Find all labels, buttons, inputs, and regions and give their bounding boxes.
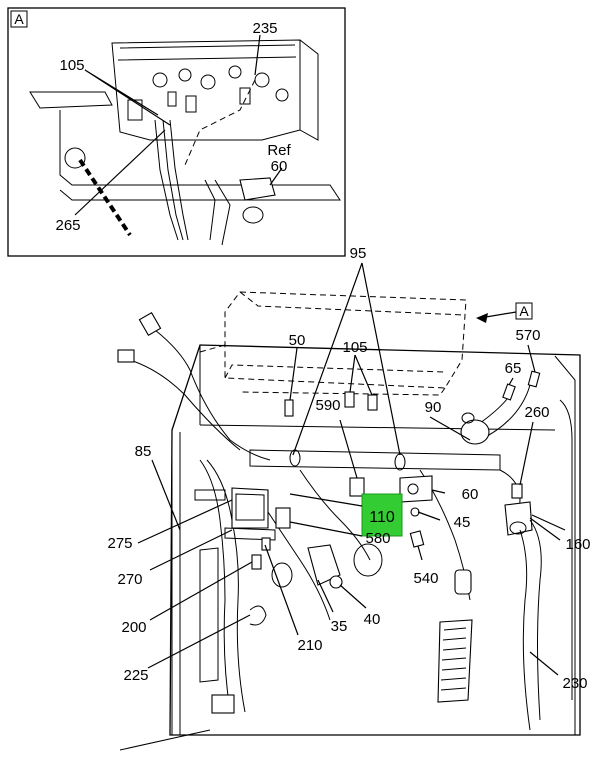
- callout-95: 95: [350, 245, 367, 262]
- callout-265: 265: [55, 217, 80, 234]
- callout-105-main: 105: [342, 339, 367, 356]
- callout-160: 160: [565, 536, 590, 553]
- main-view: A 110 95 50 105 570 65 590 90 260 85 60 …: [107, 245, 591, 751]
- cross-tube: [249, 449, 501, 471]
- pedal-sensor: [454, 569, 472, 595]
- main-view-tag: [515, 302, 533, 320]
- inset-view-tag: [10, 10, 28, 28]
- leader-lines: [137, 262, 566, 676]
- inset-connector-60: [239, 177, 276, 201]
- callout-570: 570: [515, 327, 540, 344]
- part-40: [329, 575, 343, 589]
- plug-left: [117, 349, 135, 363]
- part-570: [527, 370, 541, 388]
- callout-275: 275: [107, 535, 132, 552]
- callout-210: 210: [297, 637, 322, 654]
- part-590: [349, 477, 365, 497]
- part-60: [399, 475, 433, 503]
- inset-panel-edge: [117, 39, 319, 141]
- callout-ref: Ref: [267, 142, 291, 159]
- part-65: [502, 383, 516, 401]
- part-200: [251, 554, 262, 570]
- callout-60-main: 60: [462, 486, 479, 503]
- lower-connector: [211, 694, 235, 714]
- callout-235: 235: [252, 20, 277, 37]
- callout-40: 40: [364, 611, 381, 628]
- part-105-b: [367, 394, 378, 411]
- callout-35: 35: [331, 618, 348, 635]
- plug-top: [138, 311, 162, 337]
- inset-view: A 235 105 265 Ref 60: [7, 7, 346, 257]
- callout-270: 270: [117, 571, 142, 588]
- inset-wires: [154, 119, 189, 241]
- cable-230: [529, 519, 542, 721]
- callout-540: 540: [413, 570, 438, 587]
- inset-crossbar: [59, 110, 341, 201]
- harness-lower: [199, 459, 231, 711]
- callout-90: 90: [425, 399, 442, 416]
- callout-65: 65: [505, 360, 522, 377]
- highlight-110[interactable]: [361, 493, 403, 537]
- callout-85: 85: [135, 443, 152, 460]
- callout-260: 260: [524, 404, 549, 421]
- part-580: [275, 507, 291, 529]
- inset-view-label: A: [14, 11, 24, 27]
- inset-cable: [78, 158, 132, 237]
- relay-module: [231, 487, 269, 529]
- part-260: [511, 483, 523, 499]
- part-50: [284, 399, 294, 417]
- ignition-switch: [460, 419, 490, 445]
- inset-switch: [64, 147, 86, 169]
- part-160: [504, 501, 533, 536]
- part-225: [249, 605, 267, 626]
- left-panel-bracket: [199, 547, 219, 683]
- callout-60-inset: 60: [271, 158, 288, 175]
- callout-590: 590: [315, 397, 340, 414]
- callout-50: 50: [289, 332, 306, 349]
- harness-upper: [154, 329, 271, 461]
- pedal: [437, 619, 473, 703]
- callout-230: 230: [562, 675, 587, 692]
- part-45: [410, 507, 420, 517]
- callout-580: 580: [365, 530, 390, 547]
- part-210: [261, 537, 271, 551]
- main-panel-outline: [224, 291, 467, 389]
- callout-225: 225: [123, 667, 148, 684]
- callout-45: 45: [454, 514, 471, 531]
- inset-bracket: [29, 91, 113, 109]
- callout-110[interactable]: 110: [369, 509, 395, 526]
- main-view-label: A: [519, 303, 529, 319]
- part-105-a: [344, 391, 355, 408]
- callout-105-inset: 105: [59, 57, 84, 74]
- inset-dashed-harness: [184, 79, 256, 166]
- part-540: [409, 530, 425, 548]
- part-35: [307, 544, 341, 586]
- cab-wall: [169, 344, 581, 736]
- inset-frame: [7, 7, 346, 257]
- callout-200: 200: [121, 619, 146, 636]
